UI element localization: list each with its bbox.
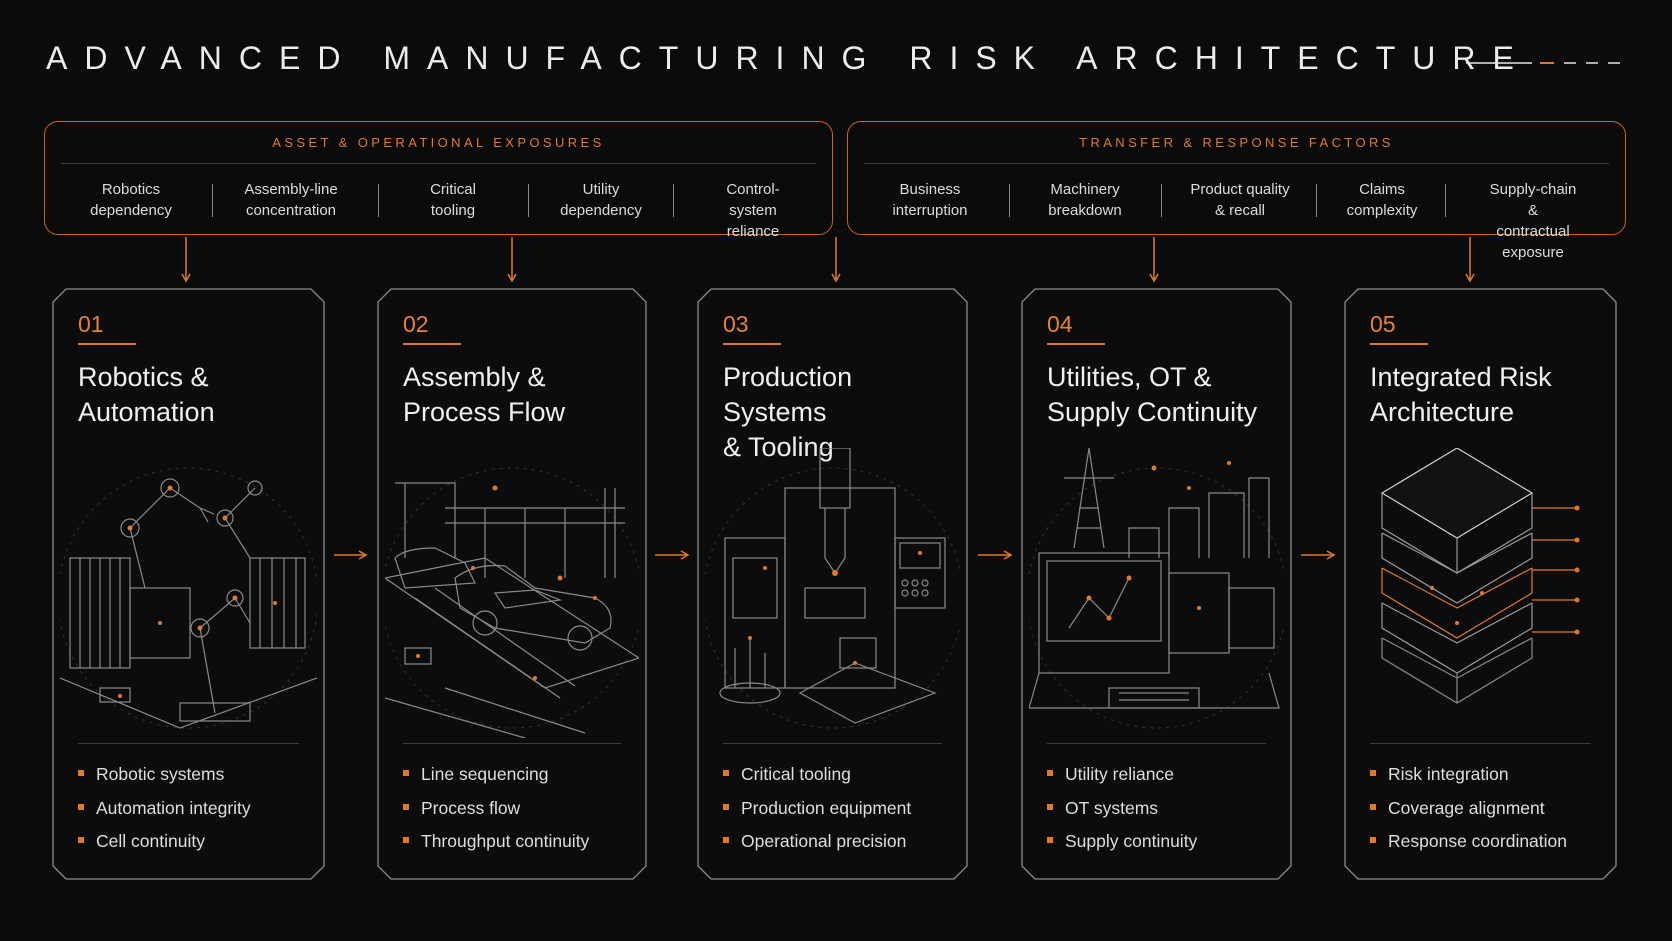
divider	[1370, 743, 1591, 744]
separator	[1161, 184, 1162, 217]
bullet-item: Production equipment	[723, 798, 911, 832]
factor-supply-chain-contractual-exposure: Supply-chain & contractual exposure	[1489, 181, 1577, 261]
separator	[1445, 184, 1446, 217]
separator	[1009, 184, 1010, 217]
bullet-list: Line sequencing Process flow Throughput …	[403, 764, 589, 865]
divider	[864, 163, 1609, 164]
card-production-systems-tooling: 03 Production Systems & Tooling Critical…	[697, 288, 968, 880]
card-number: 05	[1370, 311, 1396, 337]
bullet-item: Line sequencing	[403, 764, 589, 798]
divider	[1047, 743, 1266, 744]
bullet-square-icon	[723, 803, 729, 810]
panel-title: TRANSFER & RESPONSE FACTORS	[1079, 135, 1394, 150]
bullet-list: Utility reliance OT systems Supply conti…	[1047, 764, 1197, 865]
bullet-square-icon	[1370, 837, 1376, 843]
transfer-response-factors-panel: TRANSFER & RESPONSE FACTORS Business int…	[847, 121, 1626, 261]
bullet-item: Critical tooling	[723, 764, 911, 798]
factor-utility-dependency: Utility dependency	[560, 181, 642, 219]
number-underline	[1047, 343, 1105, 345]
bullet-square-icon	[723, 837, 729, 843]
card-frame	[697, 288, 968, 880]
control-room-icon	[1029, 448, 1284, 729]
bullet-square-icon	[1047, 837, 1053, 843]
card-title: Integrated Risk Architecture	[1370, 362, 1552, 427]
card-number: 03	[723, 311, 749, 337]
bullet-item: Process flow	[403, 798, 589, 832]
separator	[378, 184, 379, 217]
page-title: ADVANCED MANUFACTURING RISK ARCHITECTURE	[46, 40, 1531, 76]
panel-title: ASSET & OPERATIONAL EXPOSURES	[272, 135, 605, 150]
card-frame	[1021, 288, 1292, 880]
bullet-item: Risk integration	[1370, 764, 1567, 798]
card-number: 01	[78, 311, 104, 337]
bullet-square-icon	[1047, 803, 1053, 810]
bullet-item: Utility reliance	[1047, 764, 1197, 798]
bullet-list: Risk integration Coverage alignment Resp…	[1370, 764, 1567, 865]
factor-assembly-line-concentration: Assembly-line concentration	[244, 181, 338, 219]
card-utilities-ot-supply: 04 Utilities, OT & Supply Continuity Uti…	[1021, 288, 1292, 880]
bullet-square-icon	[1370, 803, 1376, 810]
card-integrated-risk-architecture: 05 Integrated Risk Architecture Risk int…	[1344, 288, 1617, 880]
bullet-item: Throughput continuity	[403, 831, 589, 865]
bullet-square-icon	[1047, 770, 1053, 776]
card-frame	[1344, 288, 1617, 880]
bullet-square-icon	[403, 837, 409, 843]
bullet-list: Robotic systems Automation integrity Cel…	[78, 764, 251, 865]
number-underline	[1370, 343, 1428, 345]
bullet-square-icon	[403, 803, 409, 810]
card-number: 04	[1047, 311, 1073, 337]
bullet-item: Coverage alignment	[1370, 798, 1567, 832]
bullet-square-icon	[1370, 770, 1376, 776]
card-number: 02	[403, 311, 429, 337]
decorative-dash-line	[1466, 62, 1620, 64]
number-underline	[78, 343, 136, 345]
cnc-machine-icon	[705, 448, 960, 729]
separator	[528, 184, 529, 217]
factor-product-quality-recall: Product quality & recall	[1190, 181, 1290, 219]
separator	[1316, 184, 1317, 217]
card-title: Assembly & Process Flow	[403, 362, 566, 427]
factor-claims-complexity: Claims complexity	[1346, 181, 1418, 219]
bullet-square-icon	[723, 770, 729, 776]
bullet-square-icon	[78, 837, 84, 843]
separator	[673, 184, 674, 217]
divider	[403, 743, 621, 744]
number-underline	[723, 343, 781, 345]
divider	[78, 743, 299, 744]
bullet-square-icon	[78, 770, 84, 776]
factor-robotics-dependency: Robotics dependency	[90, 181, 172, 219]
divider	[61, 163, 816, 164]
card-title: Utilities, OT & Supply Continuity	[1047, 362, 1258, 427]
card-assembly-process-flow: 02 Assembly & Process Flow Line sequenci…	[377, 288, 647, 880]
assembly-line-icon	[385, 467, 639, 738]
bullet-item: Response coordination	[1370, 831, 1567, 865]
card-title: Robotics & Automation	[78, 362, 215, 427]
bullet-item: Automation integrity	[78, 798, 251, 832]
bullet-item: Supply continuity	[1047, 831, 1197, 865]
bullet-list: Critical tooling Production equipment Op…	[723, 764, 911, 865]
bullet-item: Robotic systems	[78, 764, 251, 798]
number-underline	[403, 343, 461, 345]
robotic-arms-icon	[60, 467, 317, 729]
layered-stack-icon	[1380, 448, 1580, 704]
card-robotics-automation: 01 Robotics & Automation R	[52, 288, 325, 880]
factor-machinery-breakdown: Machinery breakdown	[1048, 181, 1122, 219]
divider	[723, 743, 942, 744]
bullet-square-icon	[403, 770, 409, 776]
separator	[212, 184, 213, 217]
bullet-item: Cell continuity	[78, 831, 251, 865]
factor-business-interruption: Business interruption	[892, 181, 968, 219]
card-title: Production Systems & Tooling	[723, 362, 853, 462]
factor-control-system-reliance: Control-system reliance	[726, 181, 780, 240]
card-frame	[52, 288, 325, 880]
asset-operational-exposures-panel: ASSET & OPERATIONAL EXPOSURES Robotics d…	[44, 121, 833, 240]
bullet-item: Operational precision	[723, 831, 911, 865]
factor-critical-tooling: Critical tooling	[430, 181, 476, 219]
bullet-square-icon	[78, 803, 84, 810]
bullet-item: OT systems	[1047, 798, 1197, 832]
